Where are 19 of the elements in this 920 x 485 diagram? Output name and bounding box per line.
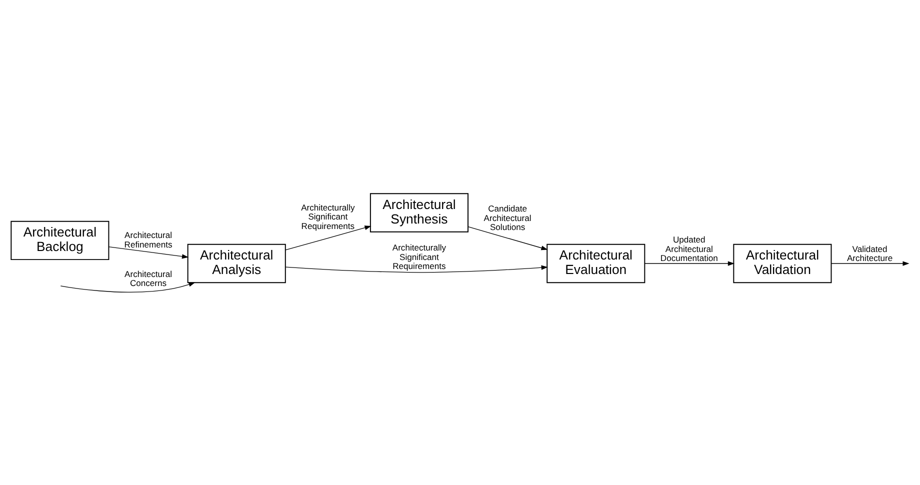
edge-label: Candidate Architectural Solutions	[484, 203, 532, 232]
edge-label: Architecturally Significant Requirements	[301, 202, 355, 230]
arrow	[285, 225, 372, 250]
edge-label: Validated Architecture	[847, 243, 893, 263]
arrow	[644, 260, 735, 266]
arrow	[108, 246, 189, 258]
arrow	[285, 264, 548, 272]
node-box: Architectural Validation	[733, 243, 832, 283]
node-box: Architectural Analysis	[187, 243, 286, 283]
node-box: Architectural Synthesis	[370, 192, 468, 232]
node-box: Architectural Evaluation	[546, 243, 646, 283]
node-box: Architectural Backlog	[10, 220, 110, 260]
edge-label: Architectural Concerns	[124, 268, 172, 288]
arrow	[468, 226, 548, 250]
edge-label: Updated Architectural Documentation	[660, 234, 718, 263]
arrow	[831, 260, 910, 266]
edge-label: Architectural Refinements	[124, 230, 172, 249]
arrow	[60, 282, 196, 292]
edge-label: Architecturally Significant Requirements	[392, 242, 446, 271]
